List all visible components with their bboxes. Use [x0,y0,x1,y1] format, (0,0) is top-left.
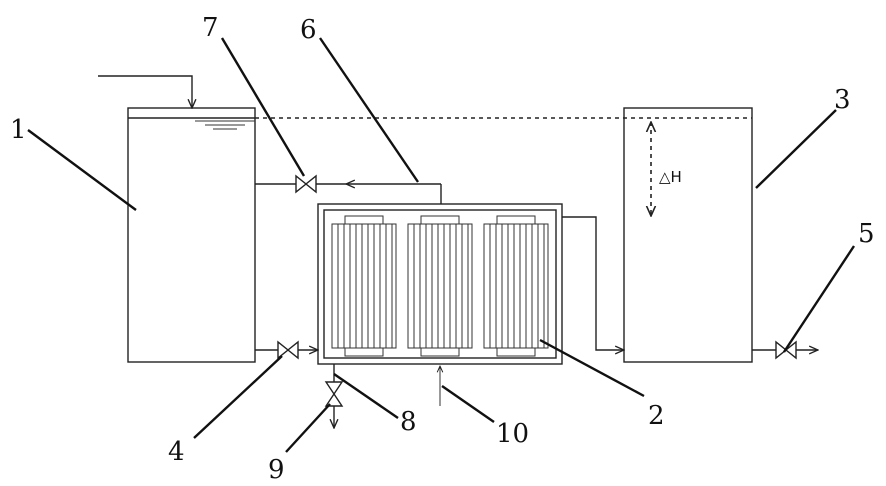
delta-h-label: △H [659,168,682,186]
callout-3: 3 [834,85,851,115]
callout-10: 10 [496,419,529,449]
valve-7[interactable] [295,174,317,194]
feed-tank [127,107,256,363]
valve-5[interactable] [775,340,797,360]
callout-6: 6 [300,15,317,45]
permeate-pipe [562,216,624,350]
callout-2: 2 [648,401,665,431]
leader-lines [27,37,856,453]
callout-9: 9 [268,455,285,485]
valve-9[interactable] [324,381,344,407]
product-tank [623,107,753,363]
water-surface-symbol [195,120,255,130]
feed-inlet-pipe [98,75,192,108]
membrane-element-1 [331,215,397,357]
callout-1: 1 [10,115,27,145]
callout-8: 8 [400,407,417,437]
membrane-module [317,203,563,365]
membrane-element-3 [483,215,549,357]
callout-5: 5 [858,219,875,249]
callout-4: 4 [168,437,185,467]
valve-4[interactable] [277,340,299,360]
membrane-element-2 [407,215,473,357]
callout-7: 7 [202,13,219,43]
recirculation-pipe [255,184,442,204]
